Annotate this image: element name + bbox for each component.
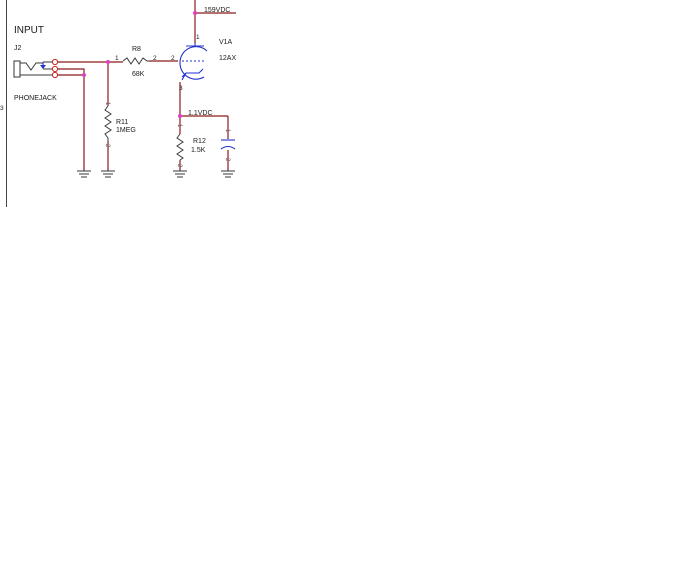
junction-input xyxy=(106,60,110,64)
tube-v1a[interactable]: V1A 12AX 1 2 3 xyxy=(171,34,236,92)
resistor-r8[interactable]: R8 68K 1 2 xyxy=(115,46,157,78)
jack-tip-contact xyxy=(20,62,43,71)
r12-value: 1.5K xyxy=(191,147,206,154)
tube-cathode xyxy=(181,68,204,78)
tube-ref: V1A xyxy=(219,39,233,46)
jack-pin-ring xyxy=(51,65,59,73)
wire-sleeve-to-ground xyxy=(58,74,85,171)
junction-plate xyxy=(193,11,197,15)
section-title: INPUT xyxy=(14,25,44,36)
ground-icon xyxy=(77,170,91,178)
r8-ref: R8 xyxy=(132,46,141,53)
phone-jack[interactable]: J2 PHONEJACK xyxy=(13,45,59,102)
ground-icon xyxy=(173,170,187,178)
r12-zigzag xyxy=(176,133,184,161)
jack-pin-tip xyxy=(51,58,59,66)
r11-ref: R11 xyxy=(116,119,128,126)
cap-pin1: 1 xyxy=(224,129,230,133)
tube-envelope-top xyxy=(179,46,208,64)
tube-pin-plate: 1 xyxy=(196,34,200,41)
jack-ref: J2 xyxy=(14,45,22,52)
r11-zigzag xyxy=(104,105,112,141)
r12-pin1: 1 xyxy=(176,124,182,128)
r8-value: 68K xyxy=(132,71,145,78)
jack-pin-sleeve xyxy=(51,71,59,79)
plate-voltage-label: 159VDC xyxy=(204,7,230,14)
resistor-r12[interactable]: R12 1.5K 1 2 xyxy=(176,124,206,168)
jack-name: PHONEJACK xyxy=(14,95,57,102)
tube-envelope-bottom xyxy=(179,62,205,80)
ground-icon xyxy=(101,170,115,178)
cap-plate-bottom xyxy=(220,145,236,150)
tube-type: 12AX xyxy=(219,55,236,62)
cathode-voltage-label: 1.1VDC xyxy=(188,110,213,117)
cap-pin2: 2 xyxy=(224,158,230,162)
r8-zigzag xyxy=(122,57,149,65)
r11-pin2: 2 xyxy=(104,144,110,148)
r12-pin2: 2 xyxy=(176,164,182,168)
jack-body xyxy=(13,60,21,78)
tube-pin-cathode: 3 xyxy=(179,85,183,92)
r12-ref: R12 xyxy=(193,138,206,145)
r8-pin1: 1 xyxy=(115,55,119,62)
capacitor[interactable]: 1 2 xyxy=(220,129,236,162)
tube-cathode-lead xyxy=(181,72,187,81)
r11-pin1: 1 xyxy=(104,102,110,106)
r11-value: 1MEG xyxy=(116,127,136,134)
ground-icon xyxy=(221,170,235,178)
sheet-margin-mark: 3 xyxy=(0,105,4,112)
jack-tip-arrow xyxy=(40,65,46,69)
junction-ring-sleeve xyxy=(82,73,86,77)
resistor-r11[interactable]: R11 1MEG 1 2 xyxy=(104,102,136,148)
r8-pin2: 2 xyxy=(153,55,157,62)
tube-pin-grid: 2 xyxy=(171,55,175,62)
junction-cathode xyxy=(178,114,182,118)
